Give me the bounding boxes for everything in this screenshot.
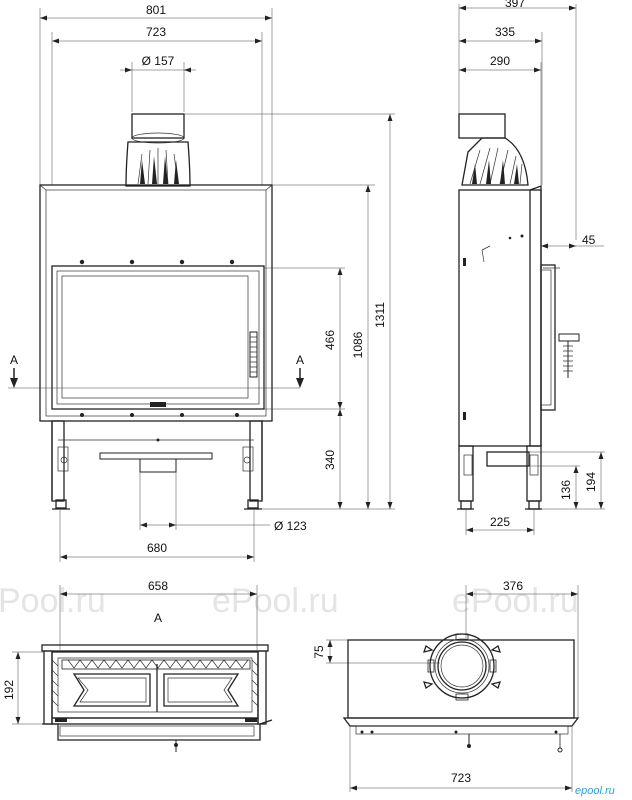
section-label: A	[154, 611, 162, 625]
dim-45: 45	[582, 233, 596, 247]
dim-723-top: 723	[451, 771, 471, 785]
dim-723: 723	[146, 25, 166, 39]
brand-logo: epool.ru	[575, 785, 615, 797]
dim-335: 335	[495, 25, 515, 39]
dim-75: 75	[312, 645, 326, 659]
dim-801: 801	[146, 3, 166, 17]
flue-collar	[131, 113, 185, 139]
dim-1311: 1311	[373, 302, 387, 328]
section-marker-left: A	[10, 353, 18, 367]
watermark-1: Pool.ru	[0, 582, 106, 620]
dim-136: 136	[559, 480, 573, 500]
dim-194: 194	[584, 472, 598, 492]
dim-376: 376	[503, 579, 523, 593]
dim-leg-pipe: Ø 123	[274, 519, 307, 533]
watermark-2: ePool.ru	[212, 582, 339, 620]
dim-flue-diameter: Ø 157	[142, 54, 175, 68]
dim-466: 466	[323, 330, 337, 350]
side-view: 397 335 290	[457, 0, 605, 535]
dim-680: 680	[147, 541, 167, 555]
dim-290: 290	[490, 54, 510, 68]
section-view: 658 A 192	[2, 579, 273, 752]
front-view: 801 723 Ø 157	[8, 3, 395, 562]
section-marker-right: A	[296, 353, 304, 367]
watermark-3: ePool.ru	[452, 582, 579, 620]
dim-658: 658	[148, 579, 168, 593]
dim-225: 225	[490, 515, 510, 529]
dim-192: 192	[2, 680, 16, 700]
dim-340: 340	[323, 450, 337, 470]
door-handle	[249, 331, 258, 378]
door-frame	[51, 265, 265, 410]
top-view: 376 75 723	[312, 579, 580, 792]
dim-1086: 1086	[351, 331, 365, 358]
dim-397: 397	[505, 0, 525, 10]
